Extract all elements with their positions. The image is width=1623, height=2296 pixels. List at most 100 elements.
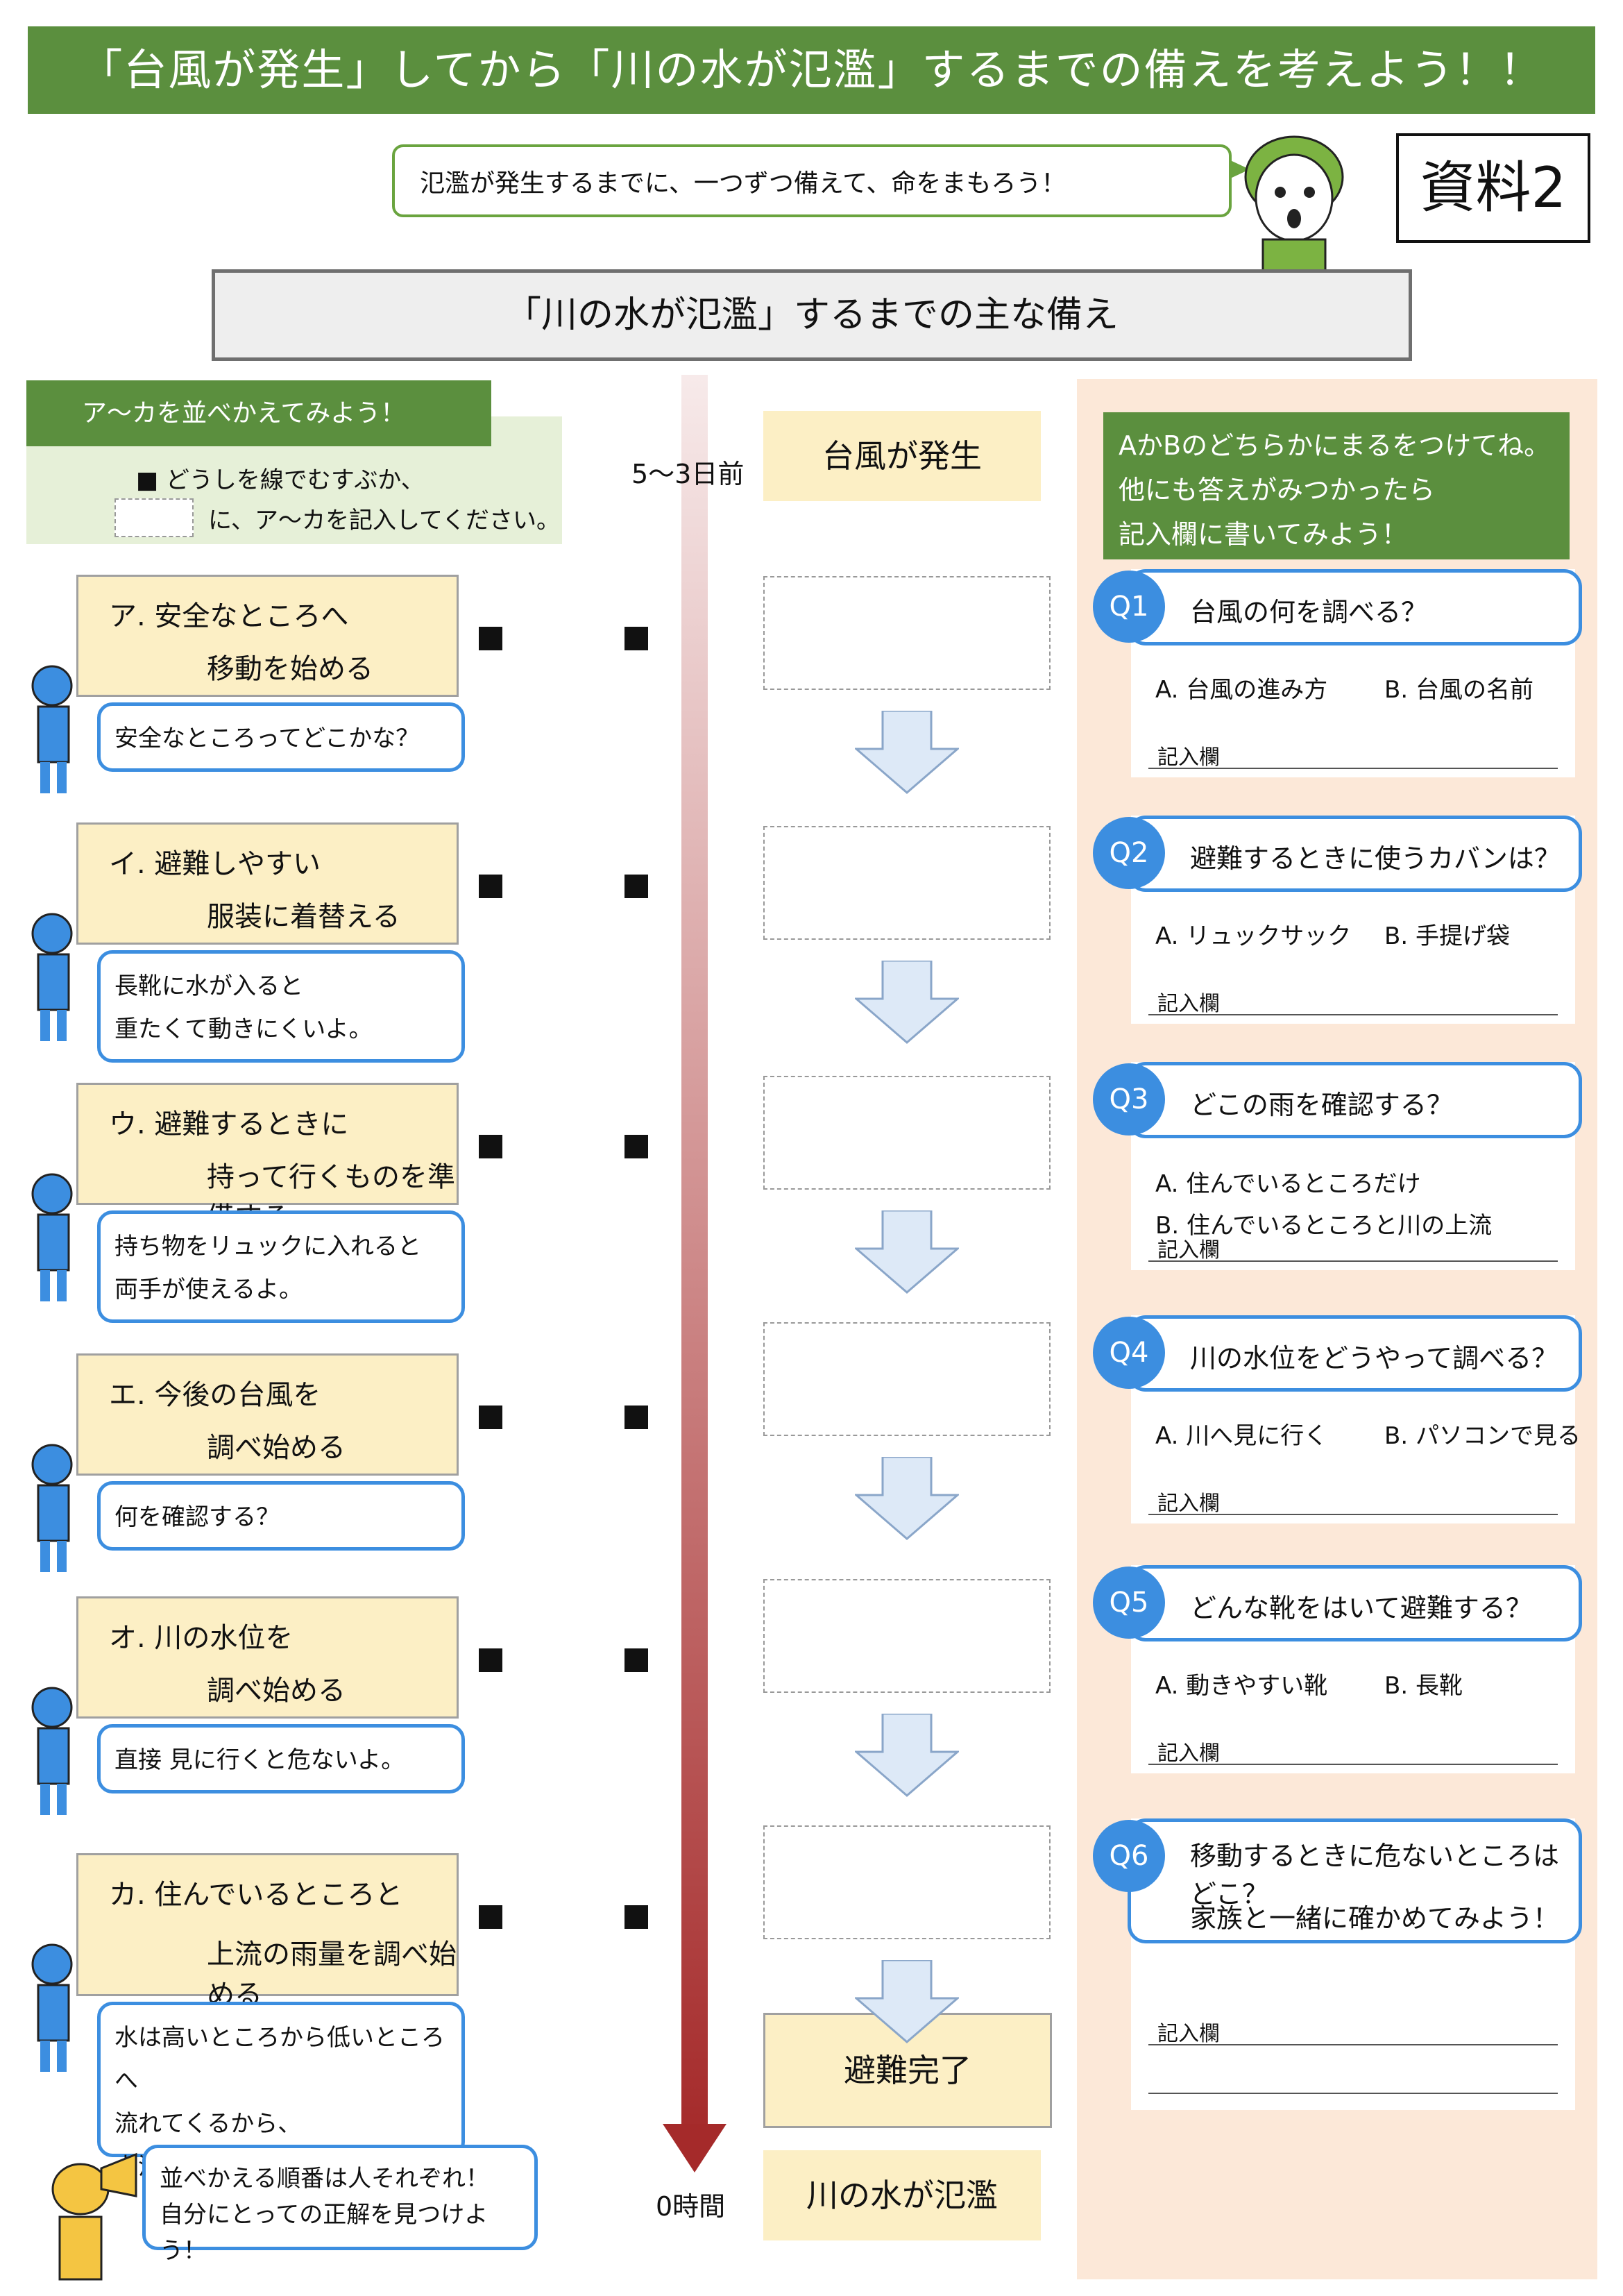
tip-line: 流れてくるから、 bbox=[114, 2110, 302, 2138]
tip-line: 長靴に水が入ると bbox=[114, 972, 303, 1000]
tip-line: 両手が使えるよ。 bbox=[114, 1276, 303, 1303]
left-heading: ア〜カを並べかえてみよう！ bbox=[26, 380, 491, 446]
page-title: 「台風が発生」してから「川の水が氾濫」するまでの備えを考えよう！！ bbox=[28, 26, 1595, 114]
answer-slot[interactable] bbox=[763, 826, 1051, 940]
intro-bubble: 氾濫が発生するまでに、一つずつ備えて、命をまもろう！ bbox=[392, 144, 1250, 217]
answer-slot[interactable] bbox=[763, 1322, 1051, 1436]
option-card-line-1: イ. 避難しやすい bbox=[109, 848, 321, 880]
option-card: カ. 住んでいるところと 上流の雨量を調べ始める bbox=[76, 1853, 459, 2011]
entry-field[interactable] bbox=[1148, 2044, 1558, 2045]
choice-a[interactable]: A. 川へ見に行く bbox=[1155, 1422, 1328, 1450]
entry-field[interactable] bbox=[1148, 1764, 1558, 1765]
question-pill: どんな靴をはいて避難する？ bbox=[1128, 1565, 1582, 1641]
connector-dot[interactable] bbox=[624, 1406, 648, 1429]
tip-bubble: 長靴に水が入ると重たくて動きにくいよ。 bbox=[97, 950, 465, 1063]
question-pill: 台風の何を調べる？ bbox=[1128, 569, 1582, 645]
option-card-line-1: エ. 今後の台風を bbox=[109, 1379, 321, 1411]
section-subtitle: 「川の水が氾濫」するまでの主な備え bbox=[212, 269, 1412, 361]
entry-label: 記入欄 bbox=[1157, 2022, 1220, 2046]
girl-icon bbox=[31, 1444, 73, 1572]
option-card: オ. 川の水位を 調べ始める bbox=[76, 1596, 459, 1719]
entry-field[interactable] bbox=[1148, 2093, 1558, 2094]
girl-mascot-icon bbox=[1244, 135, 1344, 274]
panel-heading-line: 記入欄に書いてみよう！ bbox=[1119, 519, 1408, 550]
choice-b[interactable]: B. パソコンで見る bbox=[1384, 1422, 1581, 1450]
answer-slot[interactable] bbox=[763, 1825, 1051, 1939]
girl-icon bbox=[31, 913, 73, 1041]
question-number: Q3 bbox=[1093, 1063, 1165, 1136]
option-card: エ. 今後の台風を 調べ始める bbox=[76, 1353, 459, 1476]
connector-dot[interactable] bbox=[479, 1135, 502, 1158]
tip-line: 何を確認する？ bbox=[114, 1503, 280, 1531]
entry-field[interactable] bbox=[1148, 1014, 1558, 1015]
option-card-line-1: ウ. 避難するときに bbox=[109, 1108, 349, 1140]
connector-dot[interactable] bbox=[479, 627, 502, 650]
question-pill: どこの雨を確認する？ bbox=[1128, 1062, 1582, 1138]
tip-bubble: 何を確認する？ bbox=[97, 1481, 465, 1551]
entry-field[interactable] bbox=[1148, 1260, 1558, 1262]
tip-bubble: 直接 見に行くと危ないよ。 bbox=[97, 1724, 465, 1793]
connector-dot[interactable] bbox=[479, 1905, 502, 1929]
option-card-line-1: ア. 安全なところへ bbox=[109, 600, 349, 632]
question-pill: 川の水位をどうやって調べる？ bbox=[1128, 1315, 1582, 1392]
down-arrow-icon bbox=[855, 711, 959, 794]
instruction-line-1: ■ どうしを線でむすぶか、 bbox=[136, 466, 425, 494]
down-arrow-icon bbox=[855, 1960, 959, 2043]
choice-b[interactable]: B. 手提げ袋 bbox=[1384, 922, 1510, 950]
question-text: 移動するときに危ないところはどこ？ bbox=[1190, 1841, 1560, 1909]
question-number: Q4 bbox=[1093, 1317, 1165, 1389]
entry-field[interactable] bbox=[1148, 1514, 1558, 1515]
option-card-line-2: 上流の雨量を調べ始める bbox=[207, 1939, 457, 2011]
tip-line: 直接 見に行くと危ないよ。 bbox=[114, 1746, 405, 1774]
tip-bubble: 持ち物をリュックに入れると両手が使えるよ。 bbox=[97, 1210, 465, 1323]
panel-heading-line: 他にも答えがみつかったら bbox=[1119, 475, 1436, 505]
option-card-line-2: 調べ始める bbox=[207, 1432, 346, 1464]
footer-tip-line: 並べかえる順番は人それぞれ！ bbox=[160, 2165, 489, 2193]
connector-dot[interactable] bbox=[479, 875, 502, 898]
question-text: 台風の何を調べる？ bbox=[1190, 597, 1428, 627]
event-typhoon: 台風が発生 bbox=[763, 411, 1041, 501]
timeline-start-label: 5〜3日前 bbox=[631, 459, 745, 489]
question-number: Q2 bbox=[1093, 817, 1165, 889]
question-number: Q1 bbox=[1093, 571, 1165, 643]
answer-slot[interactable] bbox=[763, 576, 1051, 690]
choice-a[interactable]: A. 住んでいるところだけ bbox=[1155, 1170, 1421, 1198]
timeline-arrowhead bbox=[663, 2124, 726, 2172]
connector-dot[interactable] bbox=[624, 1135, 648, 1158]
connector-dot[interactable] bbox=[624, 1905, 648, 1929]
option-card-line-2: 服装に着替える bbox=[207, 901, 400, 933]
down-arrow-icon bbox=[855, 1210, 959, 1294]
footer-tip: 並べかえる順番は人それぞれ！ 自分にとっての正解を見つけよう！ bbox=[142, 2145, 538, 2265]
tip-line: 重たくて動きにくいよ。 bbox=[114, 1015, 373, 1043]
question-text: 避難するときに使うカバンは？ bbox=[1190, 843, 1561, 874]
connector-dot[interactable] bbox=[624, 1648, 648, 1672]
panel-heading-line: AかBのどちらかにまるをつけてね。 bbox=[1119, 430, 1551, 461]
option-card: ウ. 避難するときに 持って行くものを準備する bbox=[76, 1083, 459, 1233]
connector-dot[interactable] bbox=[479, 1648, 502, 1672]
option-card: イ. 避難しやすい 服装に着替える bbox=[76, 822, 459, 945]
option-card-line-2: 調べ始める bbox=[207, 1675, 346, 1707]
down-arrow-icon bbox=[855, 1457, 959, 1540]
connector-dot[interactable] bbox=[624, 627, 648, 650]
girl-icon bbox=[31, 1687, 73, 1815]
answer-box-sample bbox=[114, 498, 194, 537]
answer-slot[interactable] bbox=[763, 1579, 1051, 1693]
entry-field[interactable] bbox=[1148, 768, 1558, 769]
connector-dot[interactable] bbox=[479, 1406, 502, 1429]
timeline-bar bbox=[681, 375, 708, 2138]
entry-label: 記入欄 bbox=[1157, 1741, 1220, 1766]
down-arrow-icon bbox=[855, 1714, 959, 1797]
answer-slot[interactable] bbox=[763, 1076, 1051, 1190]
choice-b[interactable]: B. 台風の名前 bbox=[1384, 676, 1533, 704]
option-card: ア. 安全なところへ 移動を始める bbox=[76, 575, 459, 697]
choice-b[interactable]: B. 住んでいるところと川の上流 bbox=[1155, 1212, 1493, 1240]
question-text: どこの雨を確認する？ bbox=[1190, 1090, 1453, 1120]
connector-dot[interactable] bbox=[624, 875, 648, 898]
choice-a[interactable]: A. 台風の進み方 bbox=[1155, 676, 1328, 704]
choice-a[interactable]: A. 動きやすい靴 bbox=[1155, 1672, 1328, 1700]
tip-line: 安全なところってどこかな？ bbox=[114, 725, 420, 752]
choice-a[interactable]: A. リュックサック bbox=[1155, 922, 1352, 950]
choice-b[interactable]: B. 長靴 bbox=[1384, 1672, 1463, 1700]
entry-label: 記入欄 bbox=[1157, 1238, 1220, 1263]
